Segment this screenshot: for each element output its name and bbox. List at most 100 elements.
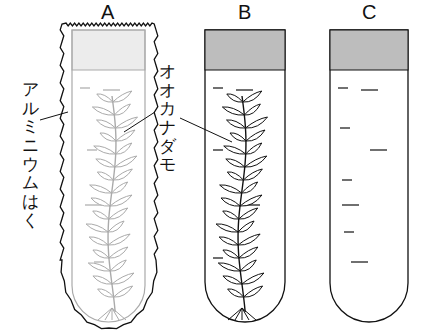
water-mark	[236, 89, 253, 90]
plant-root	[242, 308, 243, 320]
plant-leaf	[90, 185, 112, 193]
plant-leaf	[89, 237, 108, 245]
plant-leaf	[116, 143, 132, 154]
plant-leaf	[226, 159, 245, 167]
plant-leaf	[112, 182, 128, 193]
plant-leaf	[223, 276, 242, 284]
plant-leaf	[97, 172, 113, 180]
plant-leaf	[220, 185, 242, 193]
water-mark	[340, 127, 350, 128]
plant-leaf	[240, 195, 262, 206]
plant-leaf	[223, 250, 239, 258]
aluminium-foil	[60, 23, 158, 329]
plant-leaf	[108, 221, 124, 232]
plant-leaf	[110, 260, 126, 271]
plant-leaf	[224, 146, 246, 154]
plant-root	[112, 308, 126, 320]
water-mark	[213, 149, 223, 150]
water-mark	[87, 149, 97, 150]
plant-leaf	[222, 107, 244, 115]
plant-leaf	[239, 247, 258, 258]
plant-leaf	[109, 208, 128, 219]
plant-root	[105, 308, 112, 320]
plant-leaf	[93, 276, 112, 284]
test-tube	[205, 30, 285, 322]
plant-leaf	[244, 286, 263, 297]
plant-leaf	[116, 117, 138, 128]
water-mark	[342, 204, 359, 205]
water-mark	[361, 89, 378, 90]
test-tube	[330, 30, 408, 322]
part-label: アルミニウムはく	[22, 80, 39, 230]
stopper	[205, 30, 285, 70]
plant-leaf	[219, 237, 238, 245]
plant-leaf	[91, 198, 110, 206]
plant-leaf	[113, 169, 132, 180]
plant-leaf	[243, 91, 262, 102]
plant-root	[242, 308, 256, 320]
plant-root	[235, 308, 242, 320]
tube-letter: A	[101, 1, 114, 23]
plant-leaf	[246, 130, 265, 141]
plant-leaf	[114, 104, 130, 115]
stopper	[330, 30, 408, 70]
plant-leaf	[218, 263, 240, 271]
leader-line	[40, 112, 68, 120]
plant-root	[112, 308, 119, 320]
plant-leaf	[97, 94, 113, 102]
water-mark	[80, 87, 90, 88]
plant-root	[242, 308, 249, 320]
water-mark	[94, 261, 104, 262]
water-mark	[338, 87, 348, 88]
plant-leaf	[246, 143, 262, 154]
plant-leaf	[221, 198, 240, 206]
plant-leaf	[94, 146, 116, 154]
plant-leaf	[244, 104, 260, 115]
plant-leaf	[230, 133, 246, 141]
plant-leaf	[96, 159, 115, 167]
plant-leaf	[109, 247, 128, 258]
plant-leaf	[108, 234, 130, 245]
plant-leaf	[238, 234, 260, 245]
water-mark	[370, 149, 387, 150]
stopper	[72, 30, 145, 70]
plant-leaf	[227, 172, 243, 180]
water-mark	[351, 261, 368, 262]
water-mark	[342, 179, 352, 180]
plant-leaf	[110, 195, 132, 206]
leader-line	[180, 118, 232, 142]
tube-letter: B	[238, 1, 251, 23]
plant-leaf	[112, 273, 134, 284]
test-tube	[72, 30, 145, 322]
part-label: オオカナダモ	[159, 62, 176, 174]
plant-root	[98, 308, 112, 320]
plant-leaf	[93, 250, 109, 258]
plant-leaf	[114, 286, 133, 297]
plant-root	[112, 308, 113, 320]
leader-line	[124, 112, 155, 132]
water-mark	[344, 231, 354, 232]
tube-letter: C	[362, 1, 376, 23]
plant-leaf	[116, 130, 135, 141]
plant-leaf	[115, 156, 137, 167]
water-mark	[213, 257, 223, 258]
plant-leaf	[98, 289, 114, 297]
plant-leaf	[100, 133, 116, 141]
plant-leaf	[92, 107, 114, 115]
plant-leaf	[228, 289, 244, 297]
plant-leaf	[243, 169, 262, 180]
plant-leaf	[88, 263, 110, 271]
plant-leaf	[227, 94, 243, 102]
plant-leaf	[246, 117, 268, 128]
plant-leaf	[86, 224, 108, 232]
plant-leaf	[93, 211, 109, 219]
water-mark	[103, 89, 120, 90]
plant-leaf	[238, 221, 254, 232]
plant-leaf	[113, 91, 132, 102]
water-mark	[213, 87, 223, 88]
plant-leaf	[245, 156, 267, 167]
plant-leaf	[227, 120, 246, 128]
plant-leaf	[216, 224, 238, 232]
plant-leaf	[223, 211, 239, 219]
